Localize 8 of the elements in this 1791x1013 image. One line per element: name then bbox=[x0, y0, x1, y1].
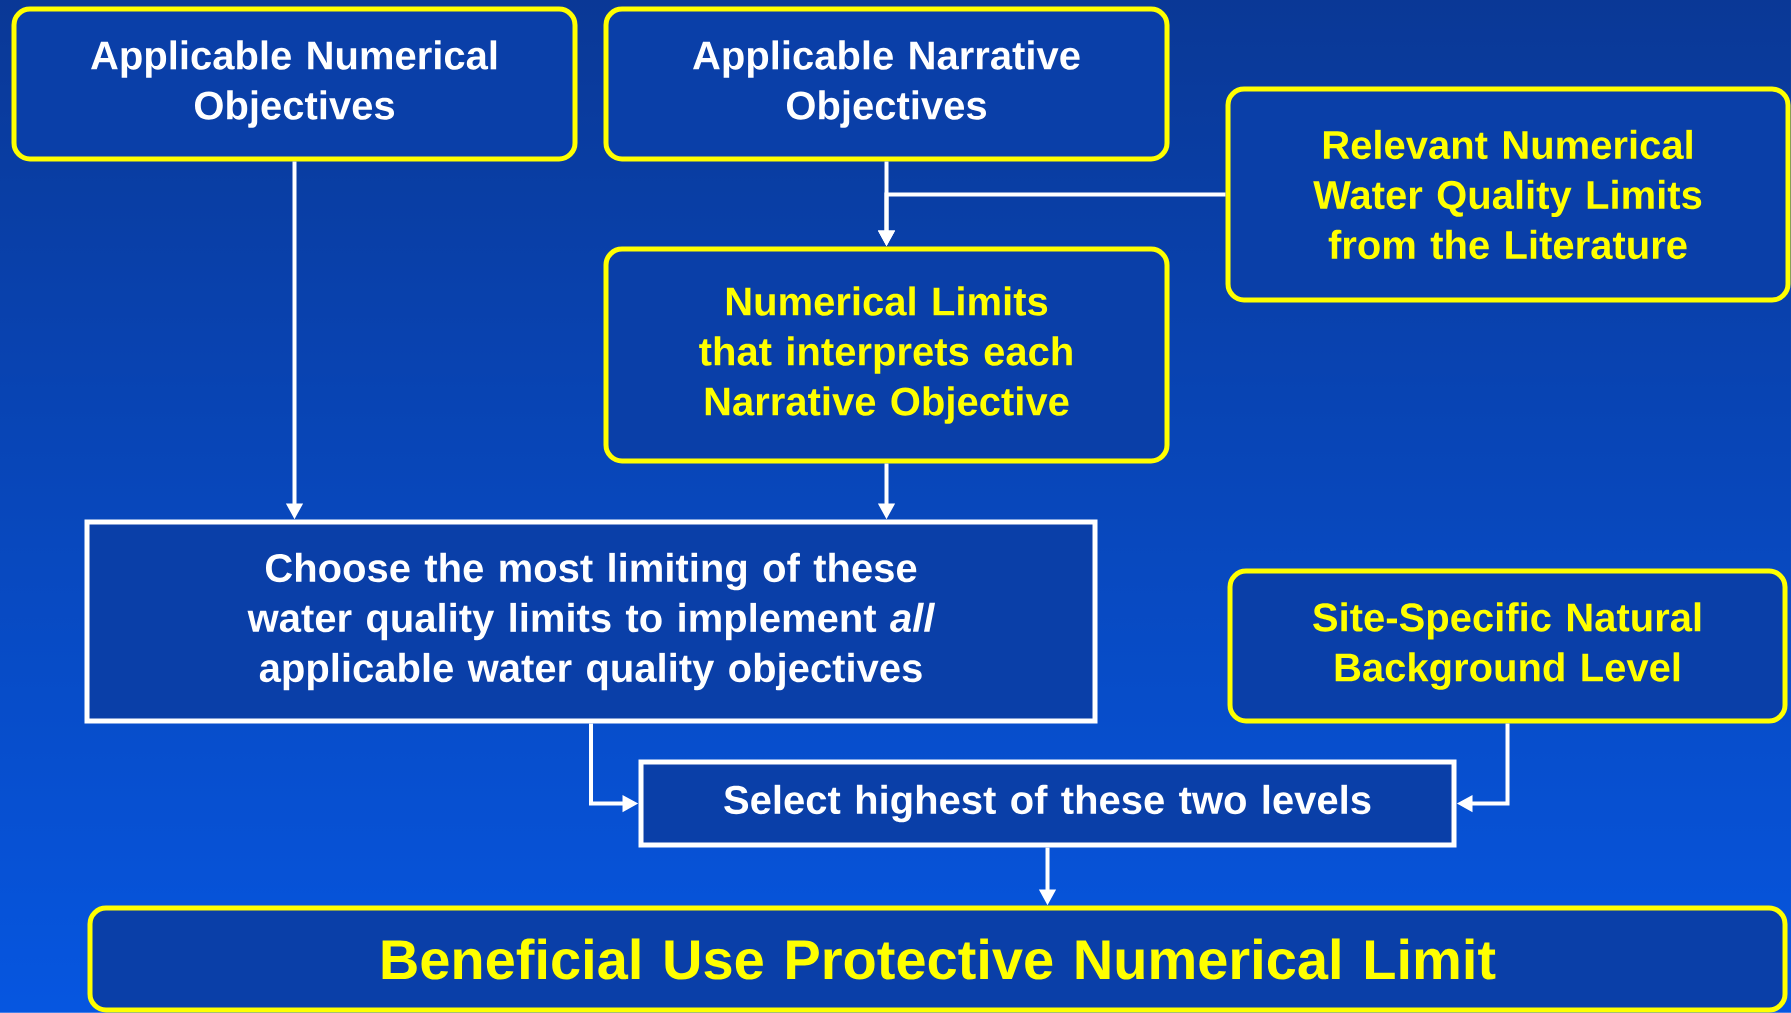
decision-box: Choose the most limiting of these water quality limits to implement all applicable water quality objectives bbox=[84, 519, 1098, 724]
process-box: Numerical Limits that interprets each Narrative Objective bbox=[603, 246, 1170, 464]
process-box: Beneficial Use Protective Numerical Limit bbox=[87, 905, 1788, 1013]
process-box: Applicable Narrative Objectives bbox=[603, 6, 1170, 162]
process-box: Applicable Numerical Objectives bbox=[11, 6, 578, 162]
decision-box: Select highest of these two levels bbox=[638, 759, 1457, 848]
process-box: Relevant Numerical Water Quality Limits from the Literature bbox=[1225, 86, 1791, 303]
process-box: Site-Specific Natural Background Level bbox=[1227, 568, 1788, 724]
